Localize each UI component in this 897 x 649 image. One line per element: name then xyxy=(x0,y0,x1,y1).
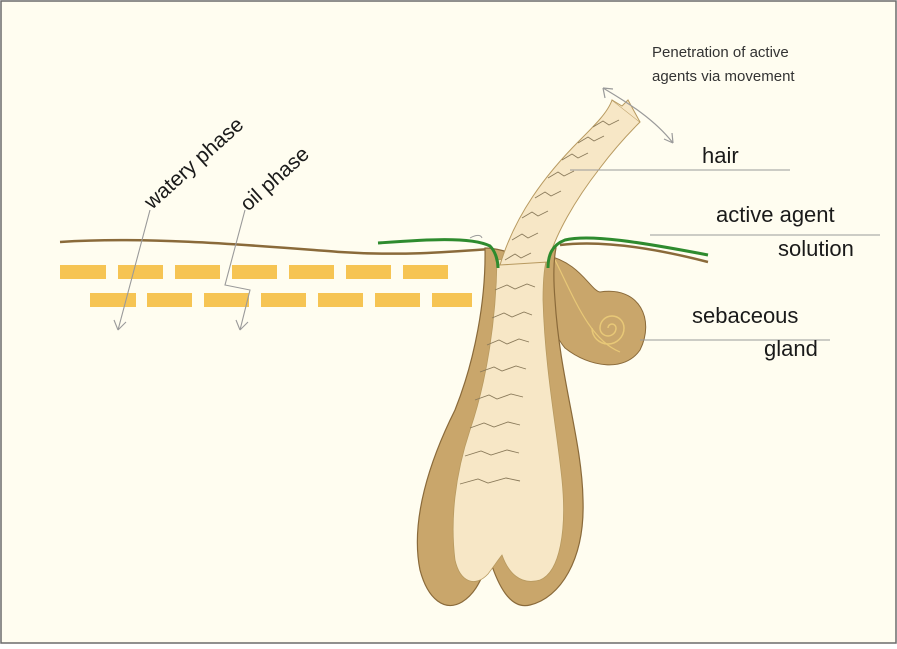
corneocyte xyxy=(60,265,106,279)
corneocyte xyxy=(147,293,192,307)
corneocyte xyxy=(175,265,220,279)
active-agent-label-line1: active agent xyxy=(716,202,835,227)
hair-label: hair xyxy=(702,143,739,168)
corneocyte xyxy=(318,293,363,307)
corneocyte xyxy=(346,265,391,279)
corneocyte xyxy=(118,265,163,279)
sebaceous-label-line1: sebaceous xyxy=(692,303,798,328)
corneocyte xyxy=(232,265,277,279)
penetration-label-line1: Penetration of active xyxy=(652,44,789,61)
corneocyte xyxy=(432,293,472,307)
corneocyte xyxy=(403,265,448,279)
corneocyte xyxy=(375,293,420,307)
corneocyte xyxy=(261,293,306,307)
penetration-label-line2: agents via movement xyxy=(652,68,795,85)
corneocyte xyxy=(204,293,249,307)
corneocyte xyxy=(90,293,136,307)
corneocyte xyxy=(289,265,334,279)
active-agent-label-line2: solution xyxy=(778,236,854,261)
sebaceous-label-line2: gland xyxy=(764,336,818,361)
